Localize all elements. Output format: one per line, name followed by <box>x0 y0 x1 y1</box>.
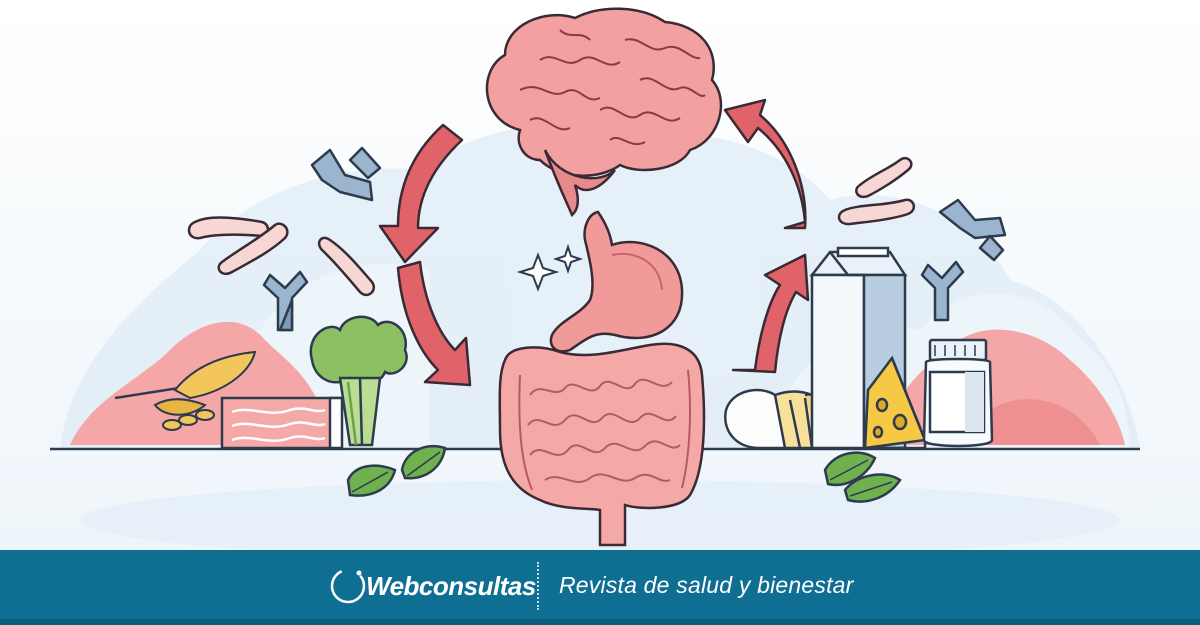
sparkle-icon <box>516 243 584 292</box>
tagline: Revista de salud y bienestar <box>559 572 854 598</box>
cheese-icon <box>863 355 927 450</box>
brain-icon <box>485 7 723 218</box>
gut-brain-illustration <box>0 0 1200 550</box>
intestines-icon <box>498 342 706 547</box>
jar-icon <box>922 338 994 448</box>
brand-initial: W <box>366 570 390 601</box>
bacteria-icon <box>187 156 916 297</box>
wheat-icon <box>114 350 257 431</box>
footer-strip <box>0 619 1200 625</box>
leaf-icon <box>346 445 902 503</box>
brand-rest: ebconsultas <box>389 570 537 601</box>
brand-name: Webconsultas <box>366 571 536 602</box>
antibody-icon <box>262 146 1007 332</box>
logo-circle-icon <box>330 568 366 604</box>
footer-divider <box>537 562 540 610</box>
celery-icon <box>309 315 408 447</box>
cycle-arrow-icon <box>378 98 810 387</box>
footer-bar: Webconsultas Revista de salud y bienesta… <box>0 550 1200 625</box>
stomach-icon <box>549 210 684 353</box>
salmon-icon <box>220 396 344 450</box>
webconsultas-logo[interactable]: Webconsultas <box>328 564 536 608</box>
